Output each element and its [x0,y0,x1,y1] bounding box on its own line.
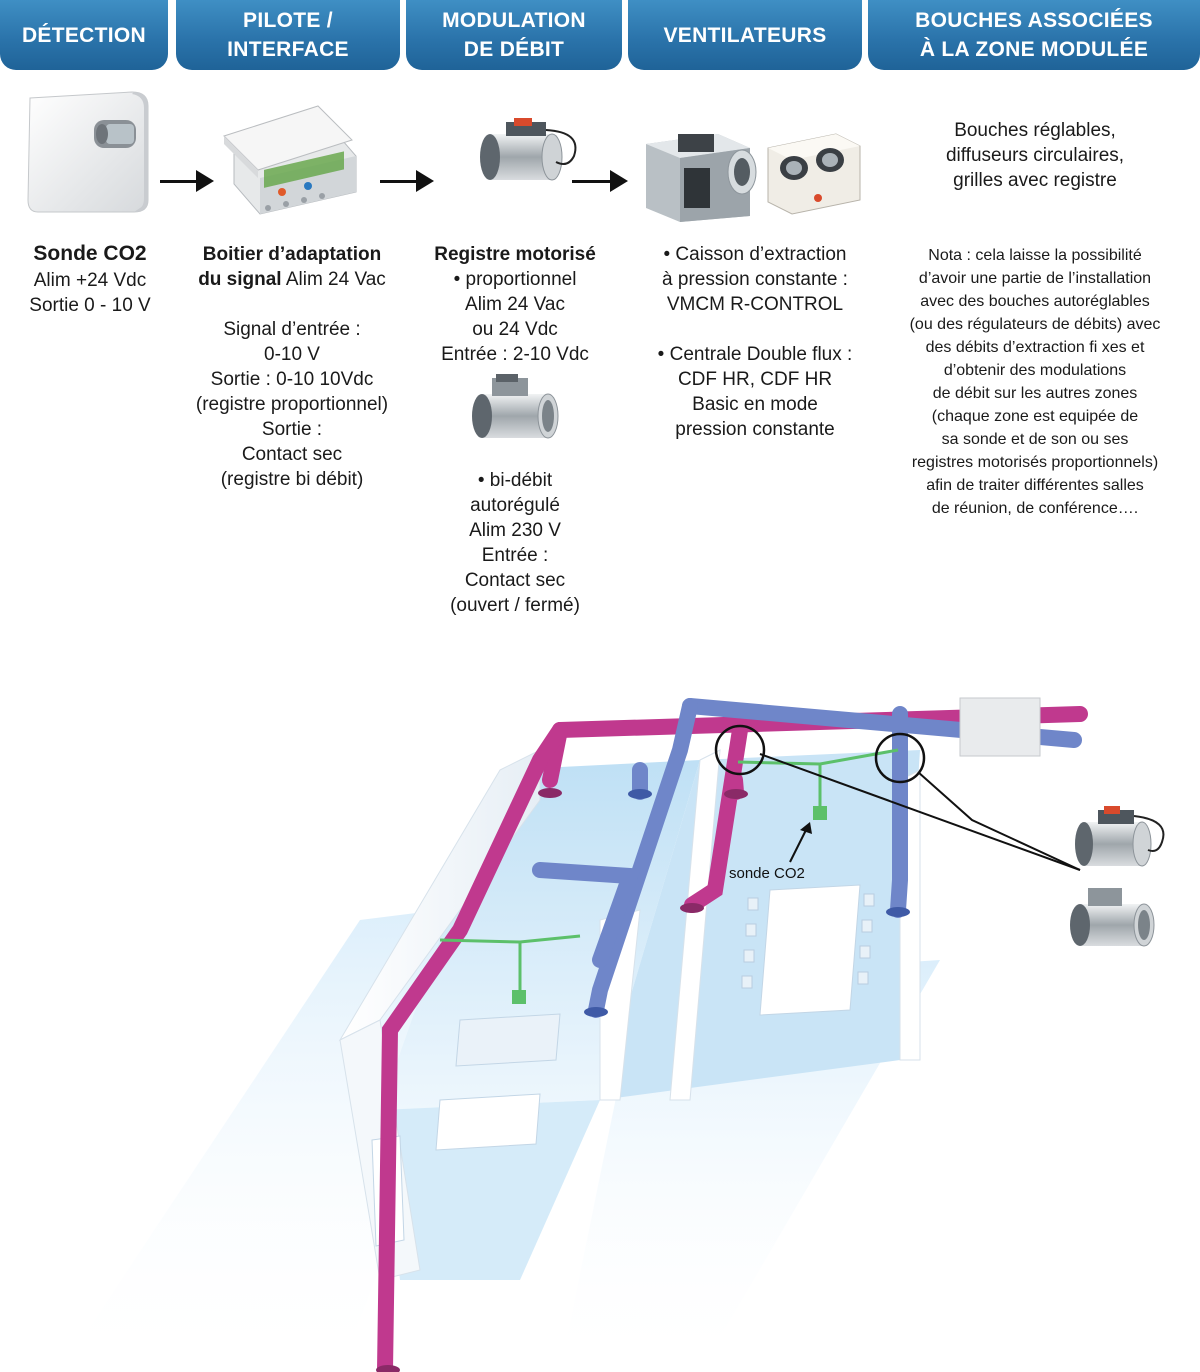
modulation-line: Alim 230 V [469,520,561,541]
damper-thumbnail-proportional [1075,806,1165,867]
dual-flow-unit [959,697,1041,757]
extraction-fan-box-image [646,134,757,222]
modulation-line: Alim 24 Vac [465,294,565,315]
header-detection-label: DÉTECTION [21,23,147,47]
header-pilote: PILOTE / INTERFACE [176,0,400,70]
modulation-title: Registre motorisé [434,244,596,265]
modulation-text: Registre motorisé • proportionnel Alim 2… [410,242,620,367]
meeting-table [759,884,861,1016]
co2-sensor-marker [512,990,526,1004]
office-cabinet [455,1013,561,1067]
pilote-line: Sortie : 0-10 10Vdc [210,369,374,390]
modulation-bidebit-text: • bi-débit autorégulé Alim 230 V Entrée … [410,468,620,618]
modulation-line: • bi-débit [477,470,553,491]
ventilateurs-line: VMCM R-CONTROL [666,294,844,315]
header-modulation-line1: MODULATION [442,9,586,32]
nota-line: d’avoir une partie de l’installation [918,270,1152,287]
pilote-line: Sortie : [261,419,323,440]
header-modulation: MODULATION DE DÉBIT [406,0,622,70]
detection-line: Sortie 0 - 10 V [29,295,151,316]
ventilateurs-line: CDF HR, CDF HR [677,369,833,390]
pilote-title-bold: du signal [198,269,282,290]
nota-line: sa sonde et de son ou ses [941,431,1129,448]
ventilateurs-line: pression constante [675,419,835,440]
modulation-line: autorégulé [470,495,560,516]
pilote-text: Boitier d’adaptation du signal Alim 24 V… [176,242,408,492]
header-bouches-line1: BOUCHES ASSOCIÉES [915,9,1153,32]
ventilateurs-line: Basic en mode [692,394,818,415]
co2-sensor-marker [813,806,827,820]
arrow-icon [160,170,214,192]
header-ventilateurs-label: VENTILATEURS [663,23,827,47]
nota-line: registres motorisés proportionnels) [911,454,1159,471]
damper-highlight-circle [874,732,926,784]
bouches-line: Bouches réglables, [954,120,1116,141]
nota-line: des débits d’extraction fi xes et [925,339,1145,356]
detection-text: Sonde CO2 Alim +24 Vdc Sortie 0 - 10 V [10,240,170,318]
ventilateurs-line: à pression constante : [662,269,848,290]
modulation-line: ou 24 Vdc [472,319,558,340]
wall [338,749,541,1042]
header-modulation-line2: DE DÉBIT [463,38,565,61]
ventilateurs-line: • Caisson d’extraction [663,244,847,265]
motorised-damper-image [480,118,577,181]
wall [669,749,721,1101]
interface-box-image [223,105,357,215]
dual-flow-unit-image [767,133,861,215]
bouches-text: Bouches réglables, diffuseurs circulaire… [880,118,1190,193]
header-bouches-line2: À LA ZONE MODULÉE [919,38,1149,61]
damper-highlight-circle [714,724,766,776]
building-ventilation-diagram: sonde CO2 [60,697,1165,1372]
arrow-icon [380,170,434,192]
modulation-line: (ouvert / fermé) [450,595,580,616]
detection-title: Sonde CO2 [33,242,147,265]
co2-sensor-image [27,91,149,213]
modulation-line: Contact sec [464,570,566,591]
nota-line: de réunion, de conférence…. [931,500,1139,517]
nota-line: afin de traiter différentes salles [926,477,1144,494]
pilote-line: (registre bi débit) [220,469,364,490]
grille-icon [376,788,910,1372]
pilote-title: Boitier d’adaptation [202,244,382,265]
nota-line: avec des bouches autoréglables [920,293,1150,310]
header-bouches: BOUCHES ASSOCIÉES À LA ZONE MODULÉE [868,0,1200,70]
header-pilote-line2: INTERFACE [227,38,349,61]
pilote-line: 0-10 V [264,344,320,365]
sonde-co2-label: sonde CO2 [729,865,805,882]
pilote-title-rest: Alim 24 Vac [281,269,386,290]
header-ventilateurs: VENTILATEURS [628,0,862,70]
callout-line [759,753,1081,871]
nota-text: Nota : cela laisse la possibilité d’avoi… [880,244,1190,520]
nota-line: d’obtenir des modulations [943,362,1127,379]
floor-office [380,1100,600,1280]
header-detection: DÉTECTION [0,0,168,70]
arrow-icon [572,170,628,192]
damper-thumbnail-bidebit [1070,888,1155,947]
bouches-line: diffuseurs circulaires, [945,145,1125,166]
pilote-line: (registre proportionnel) [195,394,389,415]
office-desk [435,1093,541,1151]
bouches-line: grilles avec registre [953,170,1117,191]
nota-line: Nota : cela laisse la possibilité [928,247,1142,264]
header-pilote-line1: PILOTE / [243,9,333,32]
modulation-line: Entrée : 2-10 Vdc [441,344,589,365]
modulation-line: • proportionnel [453,269,577,290]
sonde-arrow-icon [789,829,807,863]
nota-line: de débit sur les autres zones [932,385,1138,402]
sonde-arrow-head-icon [800,822,812,834]
bidebit-damper-image [472,374,559,439]
nota-line: (chaque zone est equipée de [931,408,1139,425]
detection-line: Alim +24 Vdc [33,270,147,291]
callout-line [917,771,1081,871]
pilote-line: Signal d’entrée : [223,319,361,340]
nota-line: (ou des régulateurs de débits) avec [909,316,1161,333]
ventilateurs-text: • Caisson d’extraction à pression consta… [630,242,880,442]
pilote-line: Contact sec [241,444,343,465]
ventilateurs-line: • Centrale Double flux : [657,344,853,365]
modulation-line: Entrée : [481,545,549,566]
